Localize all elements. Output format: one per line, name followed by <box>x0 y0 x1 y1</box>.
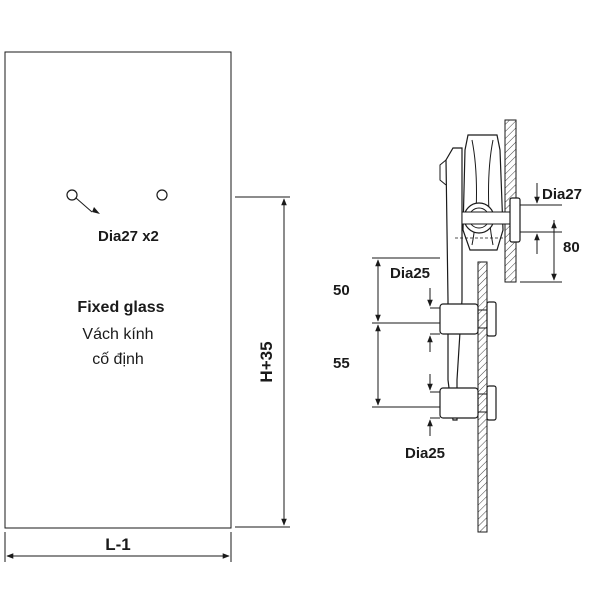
panel-subtitle-line1: Vách kính <box>82 326 153 343</box>
hole-leader-line <box>75 197 93 213</box>
dim-80-label: 80 <box>563 239 580 256</box>
side-view <box>439 119 521 533</box>
dim-50-label: 50 <box>333 282 350 299</box>
hole-leader-arrow <box>92 207 100 214</box>
dia25-lower-dimension: Dia25 <box>405 374 445 462</box>
length-dimension: L-1 <box>4 532 232 562</box>
length-label: L-1 <box>105 535 131 554</box>
panel-title: Fixed glass <box>77 299 164 316</box>
glass-clamp-lower <box>439 385 497 421</box>
mounting-hole-right <box>156 189 168 201</box>
fixed-glass-panel: Dia27 x2 Fixed glass Vách kính cố định <box>4 51 232 529</box>
dia27-label: Dia27 <box>542 186 582 203</box>
mounting-hole-left <box>66 189 78 201</box>
wall-bolt-cap <box>509 197 521 243</box>
dim-50: 50 <box>333 257 440 324</box>
height-label: H+35 <box>257 341 276 382</box>
rail-plate <box>445 147 463 421</box>
dim-80: 80 <box>520 220 580 283</box>
dia27-dimension: Dia27 <box>520 183 582 254</box>
dia25-top-label: Dia25 <box>390 265 430 282</box>
dim-55-label: 55 <box>333 355 350 372</box>
hole-label: Dia27 x2 <box>98 228 159 245</box>
dim-55: 55 <box>333 324 440 408</box>
dia25-bottom-label: Dia25 <box>405 445 445 462</box>
dia25-upper-dimension: Dia25 <box>390 265 440 352</box>
height-dimension: H+35 <box>235 196 290 528</box>
glass-panel-outline <box>4 51 232 529</box>
panel-subtitle-line2: cố định <box>92 351 144 368</box>
glass-section <box>477 261 488 533</box>
glass-clamp-upper <box>439 301 497 337</box>
